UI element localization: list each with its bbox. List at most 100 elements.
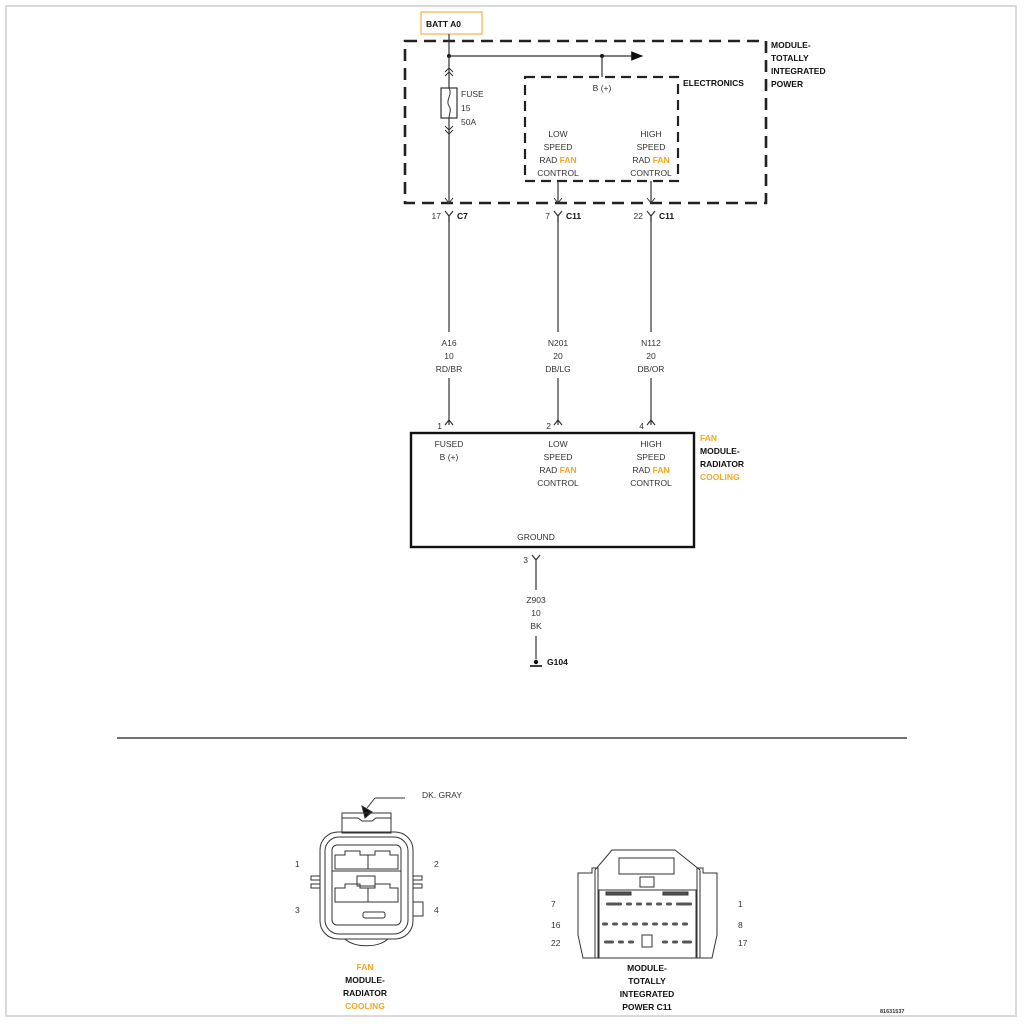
connector-housing-inner [324, 836, 409, 935]
terminal-cavity-2 [367, 850, 399, 870]
pin-label-1: 1 [295, 859, 300, 869]
wire-label-n201: N201 20 DB/LG [545, 338, 571, 374]
label-line: CONTROL [537, 478, 579, 488]
tipm-title: MODULE- TOTALLY INTEGRATED POWER [771, 40, 826, 89]
c11-center-key [641, 934, 653, 948]
label-line: CONTROL [630, 478, 672, 488]
c11-face [598, 889, 697, 959]
connector-id: C7 [457, 211, 468, 221]
pin-number: 3 [523, 555, 528, 565]
label-line: HIGH [640, 129, 661, 139]
batt-label: BATT A0 [426, 19, 461, 29]
wire-label-a16: A16 10 RD/BR [436, 338, 462, 374]
caption-line: POWER C11 [622, 1002, 672, 1012]
fan-module-pin-2: 2 [546, 419, 563, 431]
terminal-slot [636, 902, 642, 906]
latch-detail [342, 817, 391, 822]
fuse-icon [440, 87, 458, 119]
wire-color: DB/OR [638, 364, 665, 374]
side-tab-left [310, 875, 320, 889]
ground-symbol-icon [530, 659, 542, 667]
terminal-slot [628, 940, 634, 944]
arrow-down-icon [553, 197, 563, 204]
terminal-slot [676, 902, 692, 906]
pin-label-3: 3 [295, 905, 300, 915]
terminal-slot [662, 922, 668, 926]
fan-module-outline [409, 431, 696, 549]
wire-gauge: 10 [531, 608, 541, 618]
label-line: CONTROL [537, 168, 579, 178]
connector-c11-pin22: 22 C11 [634, 210, 674, 222]
c11-right-flange [696, 867, 718, 959]
pin-label-22: 22 [551, 938, 561, 948]
low-speed-output-label: LOW SPEED RAD FAN CONTROL [537, 129, 579, 178]
fan-module-pin-4: 4 [639, 419, 656, 431]
b-plus-label: B (+) [593, 83, 612, 93]
title-fan: FAN [700, 433, 717, 443]
terminal-slot [656, 902, 662, 906]
c11-latch-block [618, 857, 675, 875]
keyway-slot [362, 911, 386, 919]
c11-pin-rows [602, 902, 692, 944]
terminal-slot [618, 940, 624, 944]
tipm-c11-caption: MODULE- TOTALLY INTEGRATED POWER C11 [620, 963, 675, 1012]
tipm-module-outline [403, 39, 768, 205]
label-line: RAD FAN [632, 155, 669, 165]
connector-id: C11 [566, 211, 581, 221]
tipm-title-line: POWER [771, 79, 803, 89]
label-line: SPEED [637, 452, 666, 462]
low-speed-input-label: LOW SPEED RAD FAN CONTROL [537, 439, 579, 488]
fan-connector-caption: FAN MODULE- RADIATOR COOLING [343, 962, 387, 1011]
label-line: LOW [548, 439, 567, 449]
pin-label-16: 16 [551, 920, 561, 930]
label-line: RAD FAN [539, 155, 576, 165]
terminal-slot [682, 922, 688, 926]
arrow-down-icon [444, 197, 454, 204]
fan-module-pin-1: 1 [437, 419, 454, 431]
label-line: CONTROL [630, 168, 672, 178]
title-module: MODULE- [700, 446, 740, 456]
terminal-cavity-1 [334, 850, 369, 870]
label-line: HIGH [640, 439, 661, 449]
terminal-slot [632, 922, 638, 926]
pin-number: 2 [546, 421, 551, 431]
terminal-cavity-4 [367, 883, 399, 903]
label-line: RAD FAN [539, 465, 576, 475]
callout-leader [366, 797, 376, 809]
connector-id: C11 [659, 211, 674, 221]
wire-color: BK [530, 621, 542, 631]
pin-number: 7 [545, 211, 550, 221]
wire-color: DB/LG [545, 364, 571, 374]
terminal-slot [642, 922, 648, 926]
title-radiator: RADIATOR [700, 459, 744, 469]
wire-gauge: 10 [444, 351, 454, 361]
high-speed-input-label: HIGH SPEED RAD FAN CONTROL [630, 439, 672, 488]
side-tab-right [413, 875, 423, 889]
pin-label-7: 7 [551, 899, 556, 909]
pin-number: 4 [639, 421, 644, 431]
terminal-slot [682, 940, 692, 944]
pin-label-8: 8 [738, 920, 743, 930]
ground-label: GROUND [517, 532, 555, 542]
fuse-label: FUSE [461, 89, 484, 99]
connector-chevron-icon [553, 419, 563, 426]
tipm-title-line: INTEGRATED [771, 66, 826, 76]
fan-module-title: FAN MODULE- RADIATOR COOLING [700, 433, 744, 482]
fuse-rating: 50A [461, 117, 476, 127]
tipm-title-line: TOTALLY [771, 53, 809, 63]
fused-b-plus-input-label: FUSED B (+) [435, 439, 464, 462]
terminal-slot [662, 940, 668, 944]
pin-label-2: 2 [434, 859, 439, 869]
terminal-slot [646, 902, 652, 906]
c11-latch-center [639, 876, 655, 888]
side-key-right [413, 901, 424, 917]
ground-pin-3: 3 [523, 554, 541, 590]
pin-label-4: 4 [434, 905, 439, 915]
label-line: LOW [548, 129, 567, 139]
caption-line: RADIATOR [343, 988, 387, 998]
terminal-slot [612, 922, 618, 926]
connector-fork-icon [531, 554, 541, 590]
page-frame [5, 5, 1017, 1017]
label-line: FUSED [435, 439, 464, 449]
